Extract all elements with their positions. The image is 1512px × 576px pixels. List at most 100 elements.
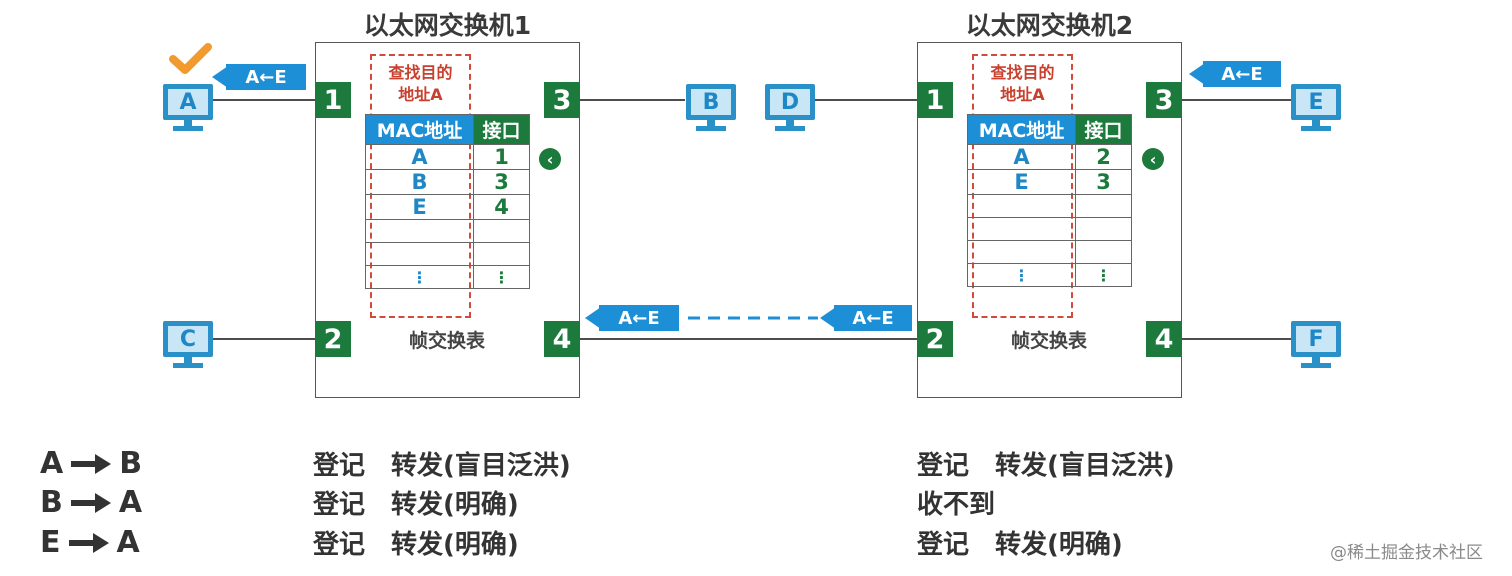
flow-row-3-to: A bbox=[116, 525, 140, 560]
switch2-title: 以太网交换机2 bbox=[965, 11, 1134, 40]
switch1-port-cell: 1 bbox=[473, 144, 530, 170]
switch1-port-cell: 4 bbox=[473, 194, 530, 220]
switch2-port-1: 1 bbox=[917, 82, 953, 118]
switch2-port-cell bbox=[1075, 240, 1132, 264]
switch2-port-cell: 3 bbox=[1075, 169, 1132, 195]
host-e-label: E bbox=[1296, 89, 1336, 115]
host-a: A bbox=[163, 84, 213, 132]
switch1-lookup-pointer-icon: ‹ bbox=[539, 148, 561, 170]
frame-sw1-port4-arrow-icon bbox=[585, 307, 601, 329]
flow-row-2-sw1-action: 登记 转发(明确) bbox=[313, 490, 519, 520]
watermark: @稀土掘金技术社区 bbox=[1330, 543, 1483, 563]
wire-sw1-sw2 bbox=[580, 338, 917, 340]
table-row: ⋮⋮ bbox=[365, 265, 530, 289]
table-row bbox=[967, 240, 1132, 264]
wire-d-sw2 bbox=[815, 99, 917, 101]
host-d-label: D bbox=[770, 89, 810, 115]
wire-sw2-f bbox=[1182, 338, 1292, 340]
flow-row-2-from: B bbox=[40, 485, 63, 520]
checkmark-icon bbox=[169, 43, 212, 74]
switch2-lookup-line2: 地址A bbox=[1000, 85, 1045, 104]
flow-row-1-sw2-action: 登记 转发(盲目泛洪) bbox=[917, 451, 1175, 481]
host-c: C bbox=[163, 321, 213, 369]
flow-row-2-to: A bbox=[118, 485, 143, 520]
switch2-port-cell: 2 bbox=[1075, 144, 1132, 170]
switch1-port-cell: 3 bbox=[473, 169, 530, 195]
flow-row-1-label: A B bbox=[40, 446, 142, 481]
table-row bbox=[365, 219, 530, 243]
switch2-mac-cell bbox=[967, 194, 1076, 218]
switch1-mac-cell: B bbox=[365, 169, 474, 195]
switch1-port-1: 1 bbox=[315, 82, 351, 118]
switch1-port-3: 3 bbox=[544, 82, 580, 118]
switch2-port-4: 4 bbox=[1146, 321, 1182, 357]
wire-a-sw1 bbox=[210, 99, 315, 101]
flow-row-2-label: B A bbox=[40, 485, 142, 520]
host-e: E bbox=[1291, 84, 1341, 132]
frame-sw2-port2-arrow-icon bbox=[820, 307, 836, 329]
switch1-mac-cell bbox=[365, 219, 474, 243]
switch1-header-port: 接口 bbox=[473, 114, 530, 145]
switch2-port-cell bbox=[1075, 217, 1132, 241]
host-b: B bbox=[686, 84, 736, 132]
switch2-header-port: 接口 bbox=[1075, 114, 1132, 145]
switch2-lookup-line1: 查找目的 bbox=[990, 63, 1055, 82]
switch1-port-cell: ⋮ bbox=[473, 265, 530, 289]
host-a-label: A bbox=[168, 89, 208, 115]
host-f-label: F bbox=[1296, 326, 1336, 352]
switch1-title: 以太网交换机1 bbox=[363, 11, 532, 40]
right-arrow-icon bbox=[68, 531, 109, 555]
host-c-label: C bbox=[168, 326, 208, 352]
host-f: F bbox=[1291, 321, 1341, 369]
switch2-mac-cell bbox=[967, 217, 1076, 241]
switch1-header-mac: MAC地址 bbox=[365, 114, 474, 145]
switch2-lookup-pointer-icon: ‹ bbox=[1142, 148, 1164, 170]
switch2-port-3: 3 bbox=[1146, 82, 1182, 118]
switch2-mac-cell: ⋮ bbox=[967, 263, 1076, 287]
switch2-mac-cell: E bbox=[967, 169, 1076, 195]
table-row bbox=[967, 194, 1132, 218]
frame-sw2-port2: A←E bbox=[834, 305, 912, 331]
switch1-lookup-line1: 查找目的 bbox=[388, 63, 453, 82]
switch2-port-2: 2 bbox=[917, 321, 953, 357]
switch2-lookup-label: 查找目的 地址A bbox=[972, 62, 1073, 106]
host-b-label: B bbox=[691, 89, 731, 115]
flow-row-3-sw2-action: 登记 转发(明确) bbox=[917, 530, 1123, 560]
frame-at-e: A←E bbox=[1203, 61, 1281, 87]
frame-at-a: A←E bbox=[226, 64, 306, 90]
frame-travel-dashed-line bbox=[688, 316, 818, 320]
switch1-port-2: 2 bbox=[315, 321, 351, 357]
flow-row-1-from: A bbox=[40, 446, 64, 481]
frame-sw1-port4: A←E bbox=[599, 305, 679, 331]
flow-row-3-sw1-action: 登记 转发(明确) bbox=[313, 530, 519, 560]
switch2-mac-cell bbox=[967, 240, 1076, 264]
flow-row-1-sw1-action: 登记 转发(盲目泛洪) bbox=[313, 451, 571, 481]
switch1-lookup-label: 查找目的 地址A bbox=[370, 62, 471, 106]
wire-sw1-b bbox=[580, 99, 685, 101]
switch2-header-mac: MAC地址 bbox=[967, 114, 1076, 145]
frame-at-a-arrow-icon bbox=[212, 66, 228, 88]
switch1-lookup-line2: 地址A bbox=[398, 85, 443, 104]
right-arrow-icon bbox=[71, 452, 112, 476]
switch1-mac-cell bbox=[365, 242, 474, 266]
switch1-table-caption: 帧交换表 bbox=[408, 330, 485, 352]
switch1-port-4: 4 bbox=[544, 321, 580, 357]
flow-row-1-to: B bbox=[119, 446, 143, 481]
switch1-mac-cell: A bbox=[365, 144, 474, 170]
flow-row-3-from: E bbox=[40, 525, 61, 560]
table-row: ⋮⋮ bbox=[967, 263, 1132, 287]
switch1-port-cell bbox=[473, 219, 530, 243]
host-d: D bbox=[765, 84, 815, 132]
flow-row-3-label: E A bbox=[40, 525, 140, 560]
switch2-table-caption: 帧交换表 bbox=[1010, 330, 1087, 352]
switch1-mac-cell: ⋮ bbox=[365, 265, 474, 289]
switch2-port-cell bbox=[1075, 194, 1132, 218]
switch2-port-cell: ⋮ bbox=[1075, 263, 1132, 287]
switch1-mac-cell: E bbox=[365, 194, 474, 220]
